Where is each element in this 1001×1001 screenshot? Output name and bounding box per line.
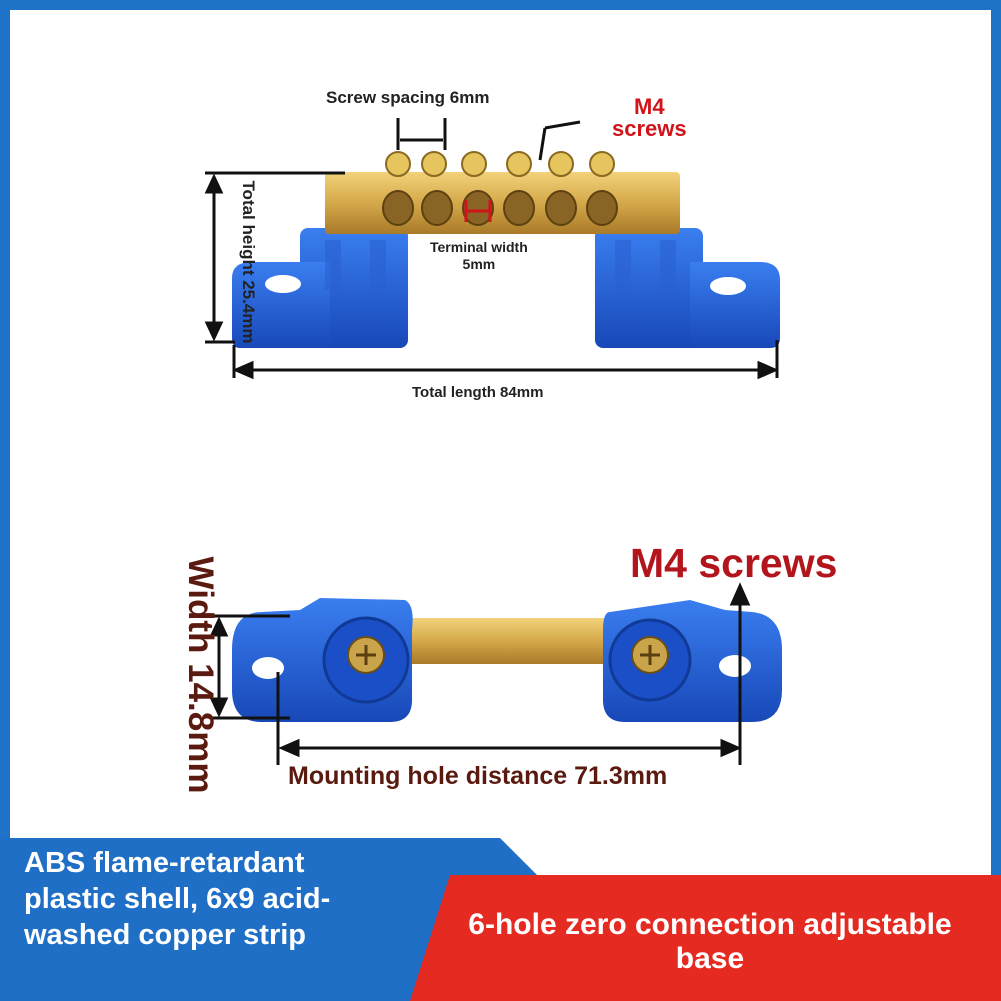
right-blue-base [595,228,780,348]
top-view-terminal-block [232,151,780,348]
m4-screws-label-bottom: M4 screws [630,540,838,586]
top-screws [385,151,615,177]
material-description: ABS flame-retardant plastic shell, 6x9 a… [24,847,331,951]
width-label: Width 14.8mm [181,556,220,794]
terminal-width-marker [464,200,492,222]
right-mount [603,600,782,722]
brass-bar [325,172,680,234]
banner-right-panel [410,875,1001,1001]
m4-screws-label-top: M4 screws [612,96,687,140]
terminal-width-line2: 5mm [462,256,496,272]
m4-label-line1: M4 [634,94,665,119]
total-length-label: Total length 84mm [412,384,544,401]
m4-label-line2: screws [612,116,687,141]
mounting-hole-label: Mounting hole distance 71.3mm [288,762,668,790]
terminal-width-label: Terminal width 5mm [430,239,528,273]
left-blue-base [232,228,408,348]
brass-bar-top [400,618,615,664]
terminal-holes [382,190,618,226]
product-description: 6-hole zero connection adjustable base [468,908,952,975]
top-dimension-lines [204,118,779,380]
screw-spacing-label: Screw spacing 6mm [326,88,490,107]
terminal-width-line1: Terminal width [430,239,528,255]
bottom-dimension-lines [209,582,751,765]
total-height-label: Total height 25.4mm [239,180,258,344]
bottom-view-terminal-block [232,598,782,722]
